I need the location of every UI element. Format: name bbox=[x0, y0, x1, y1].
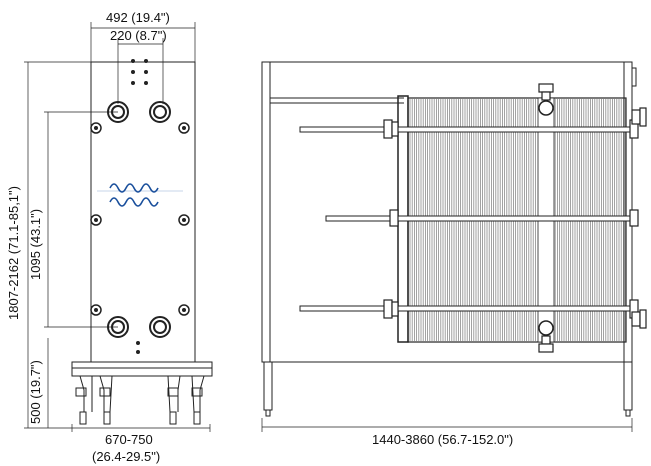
port-spacing-v-label: 1095 (43.1") bbox=[28, 209, 43, 280]
bolt-dot bbox=[136, 350, 140, 354]
foot-width-label: 670-750 bbox=[105, 432, 153, 447]
bolt-dot bbox=[131, 81, 135, 85]
nozzle-top bbox=[538, 83, 554, 116]
bolt-dot bbox=[131, 59, 135, 63]
bolt-dot bbox=[144, 59, 148, 63]
bolt-dot bbox=[144, 70, 148, 74]
foot-height-label: 500 (19.7") bbox=[28, 360, 43, 424]
bolt-dot bbox=[131, 70, 135, 74]
total-length-label: 1440-3860 (56.7-152.0") bbox=[372, 432, 513, 447]
total-height-label: 1807-2162 (71.1-85,1") bbox=[6, 186, 21, 320]
bolt-dot bbox=[136, 341, 140, 345]
port-top-right bbox=[149, 101, 171, 123]
frame-nozzles bbox=[631, 67, 647, 329]
nozzle-bottom bbox=[538, 320, 554, 353]
side-legs bbox=[263, 361, 633, 417]
port-bottom-right bbox=[149, 316, 171, 338]
foot-width-inch-label: (26.4-29.5") bbox=[92, 449, 160, 464]
bolt-dot bbox=[144, 81, 148, 85]
front-stand bbox=[71, 361, 213, 425]
front-view: 492 (19.4") 220 (8.7") bbox=[6, 10, 213, 464]
frame-plate bbox=[90, 61, 196, 363]
port-spacing-h-label: 220 (8.7") bbox=[110, 28, 167, 43]
frame-width-label: 492 (19.4") bbox=[106, 10, 170, 25]
tie-bolt-nuts bbox=[383, 119, 639, 319]
side-view: 1440-3860 (56.7-152.0") bbox=[261, 61, 647, 447]
alfa-laval-logo bbox=[97, 183, 183, 207]
side-bolts bbox=[90, 122, 190, 316]
tie-bars bbox=[299, 126, 633, 312]
